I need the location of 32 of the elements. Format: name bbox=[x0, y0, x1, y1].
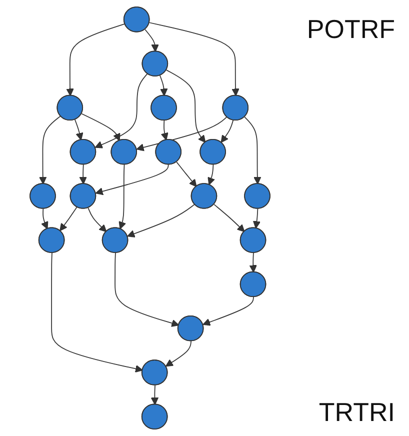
arrow bbox=[95, 164, 169, 196]
arrow bbox=[118, 164, 126, 230]
arrow bbox=[244, 116, 262, 184]
arrow bbox=[252, 208, 261, 229]
arrow bbox=[88, 207, 107, 232]
arrow bbox=[160, 120, 168, 140]
arrow bbox=[148, 22, 240, 96]
arrow bbox=[41, 208, 48, 230]
arrow bbox=[249, 252, 258, 273]
arrow bbox=[94, 73, 148, 148]
arrow bbox=[136, 116, 228, 152]
diagram-label: POTRF bbox=[306, 14, 395, 45]
arrow bbox=[150, 384, 159, 406]
arrow bbox=[165, 340, 192, 367]
arrow bbox=[202, 296, 254, 326]
arrow bbox=[176, 162, 197, 187]
arrow bbox=[144, 29, 159, 52]
arrow bbox=[79, 164, 87, 184]
arrow bbox=[208, 164, 216, 186]
arrow bbox=[39, 116, 61, 184]
arrow bbox=[166, 70, 206, 143]
arrow bbox=[66, 23, 126, 96]
arrow bbox=[160, 75, 168, 96]
diagram-label: TRTRI bbox=[318, 397, 395, 428]
arrow bbox=[220, 120, 234, 143]
arrow bbox=[51, 252, 143, 373]
arrow bbox=[74, 119, 84, 140]
arrow bbox=[81, 113, 120, 142]
arrow bbox=[127, 204, 196, 238]
arrow bbox=[60, 206, 78, 232]
arrow bbox=[214, 204, 245, 232]
arrow bbox=[114, 252, 180, 327]
